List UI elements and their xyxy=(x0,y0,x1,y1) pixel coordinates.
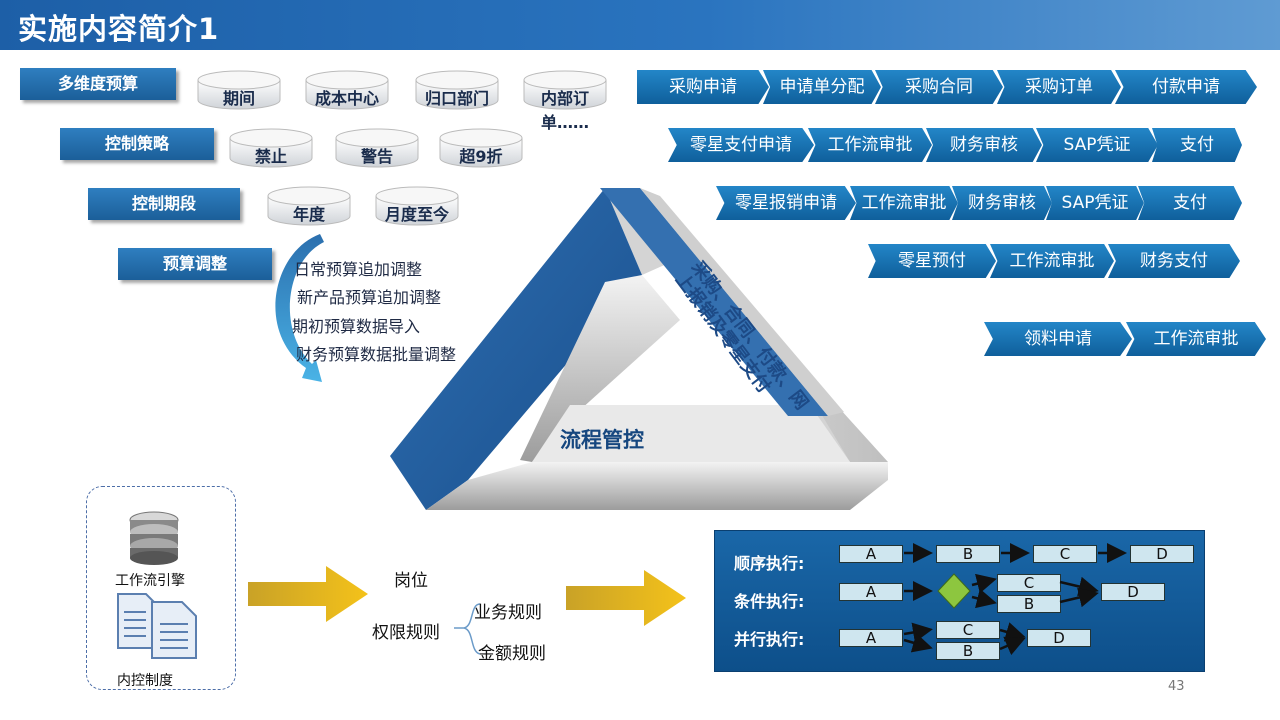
execution-arrows xyxy=(903,543,1127,656)
curved-arrow-icon xyxy=(275,234,324,382)
cylinder-shape xyxy=(335,128,419,168)
dimension-cylinder-label: 超9折 xyxy=(459,147,503,166)
flow-step: 工作流审批 xyxy=(1126,322,1266,356)
flow-step: SAP凭证 xyxy=(1036,128,1158,162)
page-title: 实施内容简介1 xyxy=(18,12,220,46)
seq-node: C xyxy=(1033,545,1097,563)
policy-label: 内控制度 xyxy=(117,673,173,689)
flow-step: 财务审核 xyxy=(926,128,1042,162)
flow-step: 采购申请 xyxy=(637,70,769,104)
flow-step: 采购订单 xyxy=(997,70,1121,104)
seq-node: D xyxy=(1130,545,1194,563)
cylinder-shape xyxy=(523,70,607,110)
cylinder-shape xyxy=(267,186,351,226)
dimension-cylinder-label: 期间 xyxy=(222,89,255,108)
sequential-label: 顺序执行: xyxy=(734,554,805,573)
par-node: A xyxy=(839,629,903,647)
seq-node: B xyxy=(936,545,1000,563)
authority-label: 权限规则 xyxy=(372,623,440,643)
flow-step: 支付 xyxy=(1152,128,1242,162)
dimension-cylinder-label: 成本中心 xyxy=(314,89,379,108)
dimension-cylinder-label: 月度至今 xyxy=(384,205,449,224)
cond-node: D xyxy=(1101,583,1165,601)
header-bar: 实施内容简介1 xyxy=(0,0,1280,50)
conditional-label: 条件执行: xyxy=(734,592,805,611)
dimension-cylinder: 年度 xyxy=(266,186,352,226)
flow-step: 支付 xyxy=(1138,186,1242,220)
cylinder-shape xyxy=(439,128,523,168)
dimension-cylinder: 成本中心 xyxy=(304,70,390,110)
triangle-bottom-label: 流程管控 xyxy=(560,428,644,452)
engine-policy-box xyxy=(86,486,236,690)
cylinder-shape xyxy=(415,70,499,110)
dimension-cylinder: 超9折 xyxy=(438,128,524,168)
documents-icon xyxy=(117,593,197,659)
cond-node: A xyxy=(839,583,903,601)
flow-step: 零星支付申请 xyxy=(668,128,814,162)
flow-step: 工作流审批 xyxy=(808,128,932,162)
page-number: 43 xyxy=(1168,679,1185,694)
dimension-cylinder-label: 年度 xyxy=(292,205,325,224)
flow-step: 零星预付 xyxy=(868,244,996,278)
right-arrow-icon xyxy=(248,566,368,622)
flow-step: 付款申请 xyxy=(1115,70,1257,104)
par-node: D xyxy=(1027,629,1091,647)
control-period-label: 控制期段 xyxy=(88,188,240,220)
flow-step: 工作流审批 xyxy=(850,186,958,220)
dimension-cylinder-label: 内部订单…… xyxy=(540,89,589,132)
business-rule-label: 业务规则 xyxy=(474,603,542,623)
cylinder-shape xyxy=(305,70,389,110)
control-policy-label: 控制策略 xyxy=(60,128,214,160)
flow-step: 财务支付 xyxy=(1108,244,1240,278)
cond-node: B xyxy=(997,595,1061,613)
dimension-cylinder: 内部订单…… xyxy=(522,70,608,132)
cylinder-shape xyxy=(229,128,313,168)
dimension-cylinder: 期间 xyxy=(196,70,282,110)
dimension-cylinder-label: 警告 xyxy=(360,147,393,166)
flow-step: SAP凭证 xyxy=(1046,186,1144,220)
cylinder-shape xyxy=(375,186,459,226)
cylinder-shape xyxy=(197,70,281,110)
parallel-label: 并行执行: xyxy=(734,630,805,649)
flow-step: 财务审核 xyxy=(952,186,1052,220)
adjust-item: 日常预算追加调整 xyxy=(294,260,423,279)
dimension-cylinder: 归口部门 xyxy=(414,70,500,110)
database-icon xyxy=(129,511,179,565)
bracket-icon xyxy=(454,603,481,655)
par-node: B xyxy=(936,642,1000,660)
flow-step: 申请单分配 xyxy=(763,70,881,104)
flow-step: 零星报销申请 xyxy=(716,186,856,220)
dimension-cylinder: 禁止 xyxy=(228,128,314,168)
dimension-cylinder: 警告 xyxy=(334,128,420,168)
seq-node: A xyxy=(839,545,903,563)
triangle-right-band xyxy=(600,188,844,416)
position-label: 岗位 xyxy=(394,571,428,591)
dimension-cylinder-label: 禁止 xyxy=(254,147,287,166)
right-arrow-icon xyxy=(566,570,686,626)
flow-step: 工作流审批 xyxy=(990,244,1114,278)
adjust-item: 财务预算数据批量调整 xyxy=(296,345,457,364)
engine-label: 工作流引擎 xyxy=(115,573,185,589)
budget-adjust-label: 预算调整 xyxy=(118,248,272,280)
flow-step: 采购合同 xyxy=(875,70,1003,104)
par-node: C xyxy=(936,621,1000,639)
adjust-item: 新产品预算追加调整 xyxy=(297,288,442,307)
adjust-item: 期初预算数据导入 xyxy=(292,317,421,336)
amount-rule-label: 金额规则 xyxy=(478,644,546,664)
dimension-cylinder-label: 归口部门 xyxy=(424,89,489,108)
multi-dim-budget-label: 多维度预算 xyxy=(20,68,176,100)
dimension-cylinder: 月度至今 xyxy=(374,186,460,226)
flow-step: 领料申请 xyxy=(984,322,1132,356)
